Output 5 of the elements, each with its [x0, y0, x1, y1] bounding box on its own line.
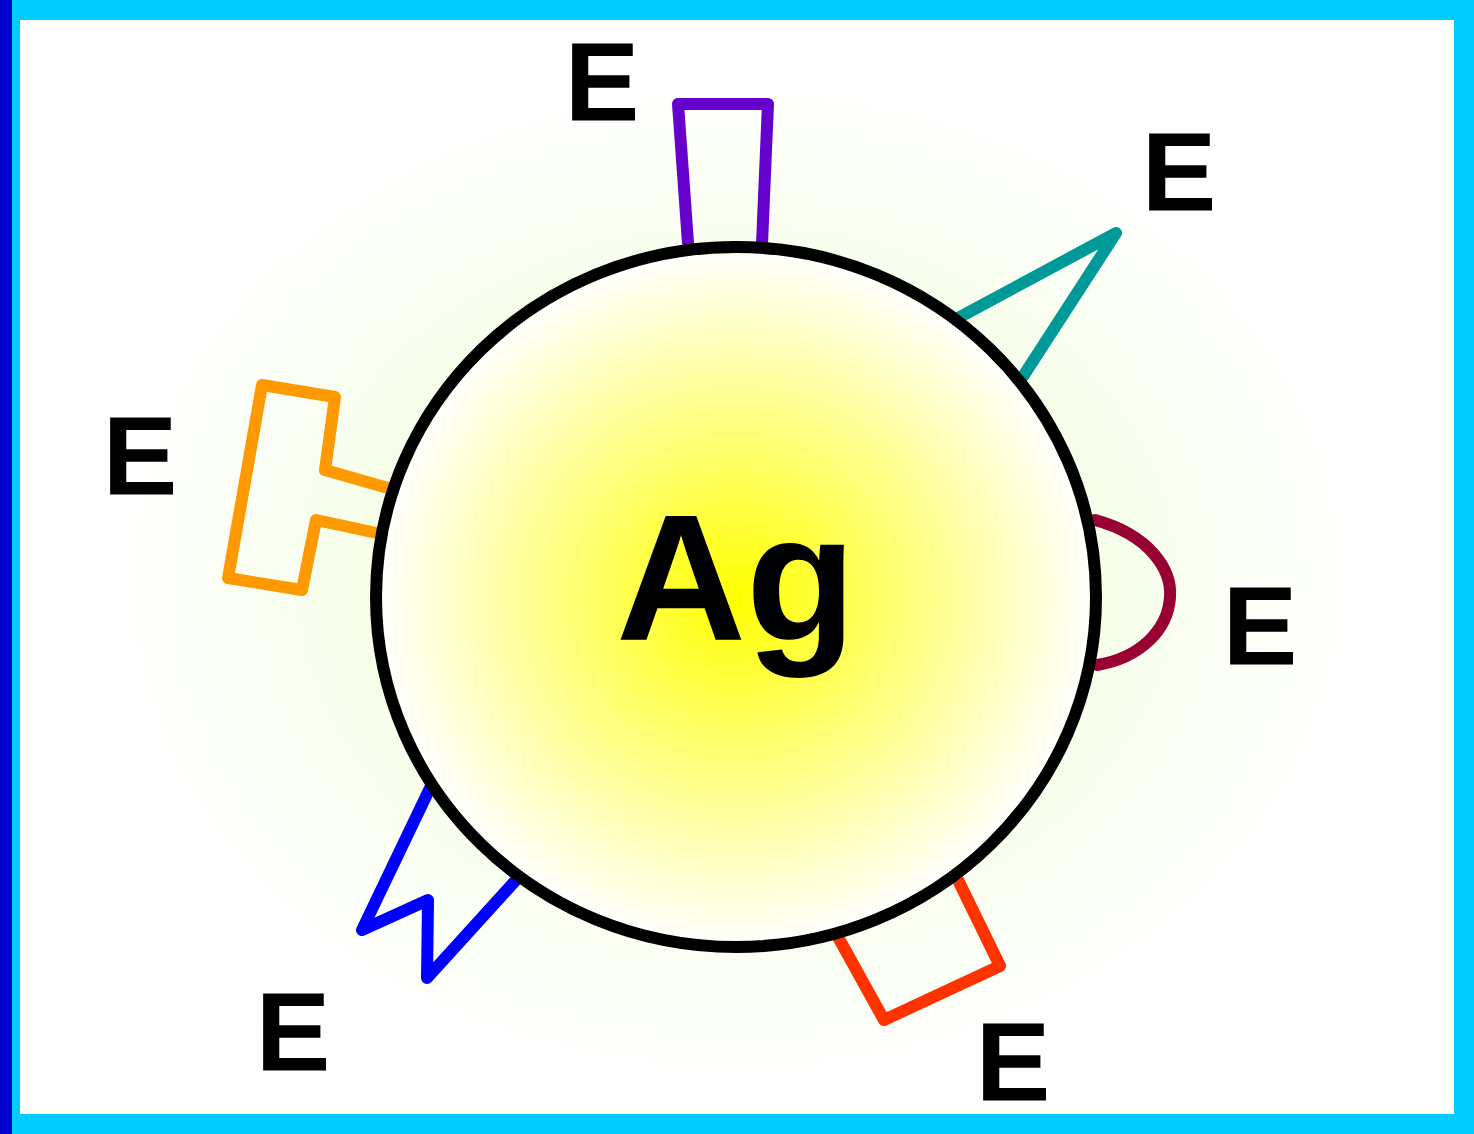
epitope-label: E [572, 43, 635, 121]
epitope-label: E [1230, 587, 1293, 665]
epitope-label: E [1149, 133, 1212, 211]
epitope-label: E [263, 993, 326, 1071]
epitope-label: E [110, 417, 173, 495]
